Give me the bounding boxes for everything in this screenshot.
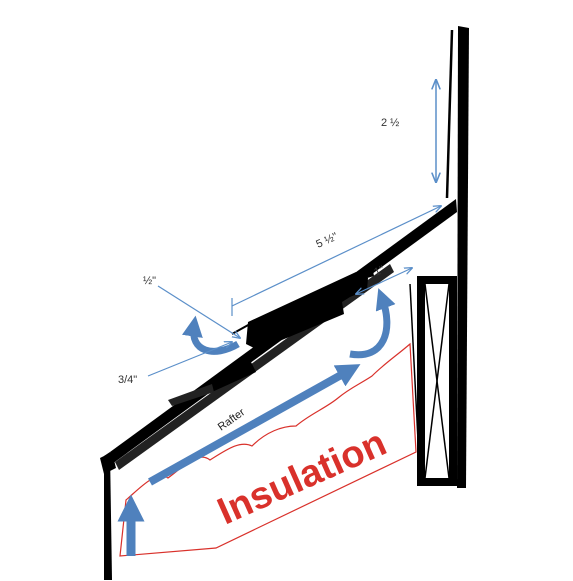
framing-block xyxy=(409,276,457,486)
dimension-lines xyxy=(147,80,441,377)
airflow-arrow-icon xyxy=(182,315,240,355)
airflow-arrow-icon xyxy=(148,364,361,486)
label-2-half: 2 ½ xyxy=(381,117,399,129)
dimension-half-inch-icon xyxy=(157,285,240,338)
label-three-quarter: 3/4" xyxy=(118,374,137,386)
fascia xyxy=(104,452,112,580)
wall xyxy=(445,26,469,488)
label-vent-length: 5 ½" xyxy=(314,231,339,251)
label-half-inch: ½" xyxy=(143,275,156,287)
airflow-arrow-icon xyxy=(349,288,396,359)
dimension-one-inch-icon xyxy=(356,268,412,294)
label-insulation: Insulation xyxy=(212,422,393,533)
dimension-three-quarter-icon xyxy=(147,342,232,377)
shingles xyxy=(168,360,256,406)
dimension-vent-length-icon xyxy=(231,206,441,307)
label-one-inch: 1" xyxy=(372,264,386,279)
